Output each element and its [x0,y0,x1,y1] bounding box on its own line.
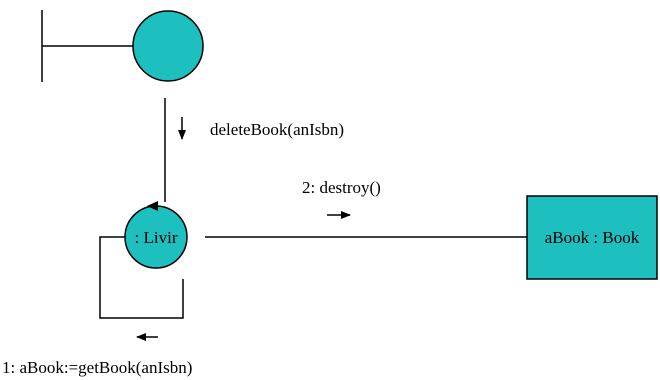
entity-box [526,195,658,280]
delete-label: deleteBook(anIsbn) [210,120,344,139]
boundary-circle [132,10,204,82]
destroy-label: 2: destroy() [302,178,381,197]
message-delete-book: deleteBook(anIsbn) [178,117,344,140]
self-call-loop [99,236,184,319]
control-object: : Livir [124,201,188,269]
control-label: : Livir [135,228,178,247]
message-get-book: 1: aBook:=getBook(anIsbn) [2,333,192,377]
entity-object: aBook : Book [526,195,658,280]
get-book-label: 1: aBook:=getBook(anIsbn) [2,358,192,377]
boundary-object [41,10,204,82]
control-arrowhead [147,201,158,211]
entity-label: aBook : Book [545,228,640,247]
message-destroy: 2: destroy() [302,178,381,219]
